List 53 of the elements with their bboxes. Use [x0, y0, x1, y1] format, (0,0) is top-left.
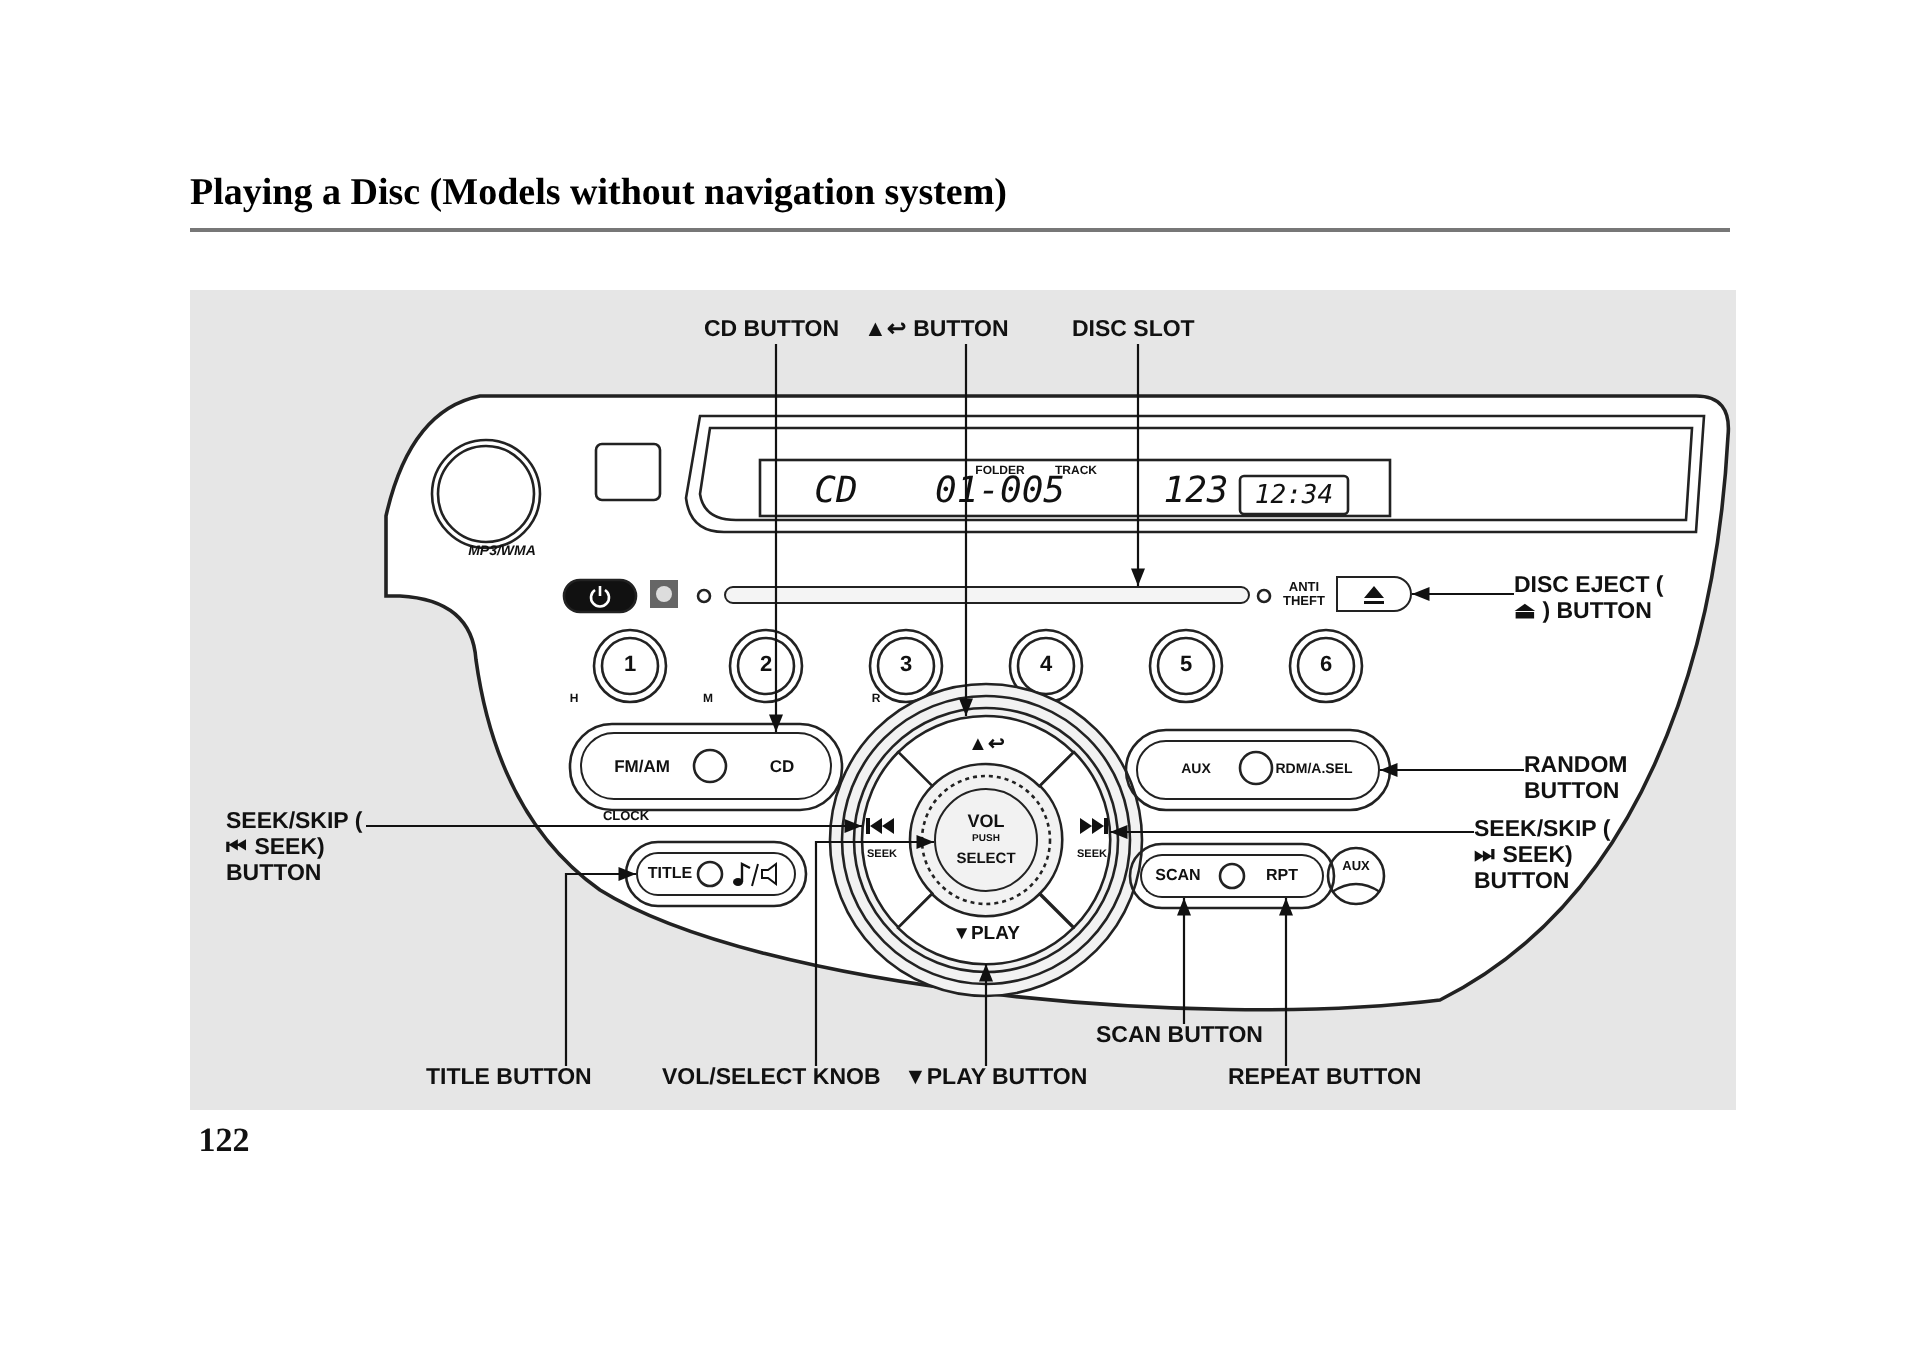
callout-label: DISC SLOT [1072, 318, 1195, 344]
preset-number: 2 [759, 655, 773, 677]
leader-line [564, 867, 636, 1066]
page-number: 122 [198, 1123, 250, 1157]
dial-button [862, 752, 933, 928]
callout-label: SCAN BUTTON [1096, 1024, 1263, 1050]
leader-line [366, 819, 862, 833]
eject-button [1336, 576, 1412, 612]
callout-label: ▲↩ BUTTON [864, 318, 1009, 344]
disc-slot [724, 586, 1250, 604]
title-button [636, 852, 796, 896]
dial-button [898, 716, 1074, 787]
button-label: SCAN [1155, 868, 1201, 884]
leader-line [959, 344, 973, 716]
callout-label: CD BUTTON [704, 318, 840, 344]
leader-line [1131, 344, 1145, 586]
preset-number: 3 [899, 655, 913, 677]
knob-label: VOL [967, 813, 1005, 831]
dial-button [898, 893, 1074, 964]
dial-button [1039, 752, 1110, 928]
display-text: 12:34 [1254, 483, 1334, 509]
button-label: CD [769, 757, 795, 775]
leader-line [1109, 825, 1474, 839]
button-label: TITLE [647, 866, 693, 882]
rocker-button [580, 732, 832, 800]
button-label: FM/AM [614, 757, 670, 775]
callout-label: RANDOM BUTTON [1524, 754, 1644, 806]
rocker-button [1136, 740, 1380, 800]
callout-label: ▼PLAY BUTTON [904, 1066, 1088, 1092]
callout-label: VOL/SELECT KNOB [662, 1066, 881, 1092]
callout-label: TITLE BUTTON [426, 1066, 592, 1092]
leader-line [769, 344, 783, 732]
callout-label: DISC EJECT ( ⏏ ) BUTTON [1514, 574, 1686, 626]
button-label: ▲↩ [968, 736, 1004, 756]
leader-line [1412, 587, 1514, 601]
leader-line [1279, 898, 1293, 1066]
button-label: RPT [1266, 868, 1298, 884]
leader-line [1177, 898, 1191, 1024]
repeat-button [1232, 854, 1324, 898]
preset-number: 5 [1179, 655, 1193, 677]
leader-line [814, 835, 934, 1066]
leader-line [979, 963, 993, 1066]
preset-number: 1 [623, 655, 637, 677]
preset-number: 6 [1319, 655, 1333, 677]
scan-button [1140, 854, 1232, 898]
callout-label: REPEAT BUTTON [1228, 1066, 1422, 1092]
button-label: ▼PLAY [952, 924, 1020, 944]
leader-line [1380, 763, 1524, 777]
callout-label: SEEK/SKIP ( ⏭ SEEK) BUTTON [1474, 818, 1614, 896]
volume-knob [934, 788, 1038, 892]
page-title: Playing a Disc (Models without navigation system) [190, 172, 1007, 216]
callout-label: SEEK/SKIP ( ⏮ SEEK) BUTTON [226, 810, 366, 888]
preset-number: 4 [1039, 655, 1053, 677]
